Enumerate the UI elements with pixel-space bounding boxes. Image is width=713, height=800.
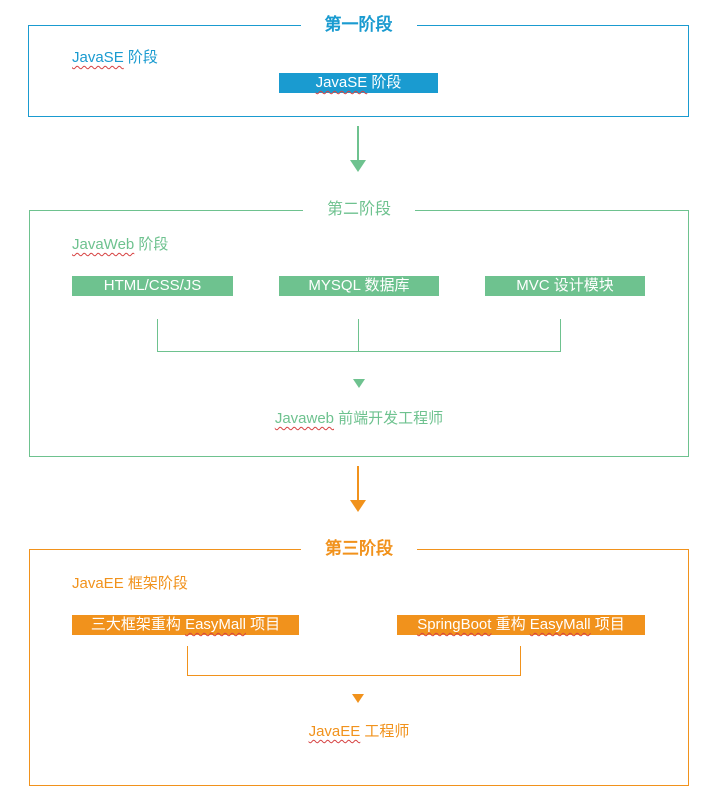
stage3-chip1-rest: 项目: [245, 616, 281, 633]
stage2-subtitle: JavaWeb 阶段: [72, 233, 168, 254]
stage1-box: 第一阶段 JavaSE 阶段 JavaSE 阶段: [28, 14, 689, 117]
arrow-stage2-to-stage3: [350, 466, 366, 512]
stage1-chip-javase: JavaSE 阶段: [279, 73, 438, 93]
stage3-chip1-easymall: EasyMall: [185, 616, 246, 633]
stage1-chip-javase-text: JavaSE: [315, 74, 368, 91]
stage3-connector-horizontal: [187, 675, 521, 676]
stage1-subtitle: JavaSE 阶段: [72, 46, 158, 67]
stage3-down-triangle: [352, 694, 364, 703]
stage3-subtitle: JavaEE 框架阶段: [72, 575, 188, 592]
stage3-box: 第三阶段 JavaEE 框架阶段 三大框架重构 EasyMall 项目 Spri…: [29, 538, 689, 786]
stage3-result-javaee: JavaEE: [308, 723, 361, 740]
stage2-title: 第二阶段: [302, 199, 416, 221]
stage2-connector-horizontal: [157, 351, 561, 352]
stage2-result: Javaweb 前端开发工程师: [30, 407, 688, 428]
stage3-result-rest: 工程师: [360, 723, 410, 740]
stage2-connector-left: [157, 319, 158, 351]
stage2-chip-html-css-js: HTML/CSS/JS: [72, 276, 233, 296]
stage3-title: 第三阶段: [301, 538, 417, 560]
stage2-subtitle-rest: 阶段: [134, 236, 169, 253]
stage3-chip-springboot-easymall: SpringBoot 重构 EasyMall 项目: [397, 615, 645, 635]
stage2-box: 第二阶段 JavaWeb 阶段 HTML/CSS/JS MYSQL 数据库 MV…: [29, 199, 689, 457]
stage1-chip-rest: 阶段: [367, 74, 402, 91]
stage3-result: JavaEE 工程师: [30, 720, 688, 741]
stage2-down-triangle: [353, 379, 365, 388]
stage3-chip2-springboot: SpringBoot: [417, 616, 492, 633]
stage3-chip2-mid: 重构: [491, 616, 530, 633]
stage2-chip-mvc: MVC 设计模块: [485, 276, 645, 296]
arrow-stage1-to-stage2: [350, 126, 366, 172]
stage2-connector-right: [560, 319, 561, 351]
stage2-chip-mysql: MYSQL 数据库: [279, 276, 439, 296]
stage3-chip2-easymall: EasyMall: [529, 616, 591, 633]
stage3-chip1-prefix: 三大框架重构: [90, 616, 186, 633]
stage1-subtitle-javase: JavaSE: [72, 49, 124, 66]
stage2-connector-middle: [358, 319, 359, 351]
stage3-chip-framework-easymall: 三大框架重构 EasyMall 项目: [72, 615, 299, 635]
stage3-connector-right: [520, 646, 521, 676]
stage3-connector-left: [187, 646, 188, 676]
stage1-title: 第一阶段: [300, 14, 417, 36]
stage2-result-javaweb: Javaweb: [274, 410, 335, 427]
stage2-result-rest: 前端开发工程师: [334, 410, 444, 427]
stage2-subtitle-javaweb: JavaWeb: [72, 236, 135, 253]
stage3-chip2-rest: 项目: [590, 616, 625, 633]
stage1-subtitle-rest: 阶段: [123, 49, 158, 66]
